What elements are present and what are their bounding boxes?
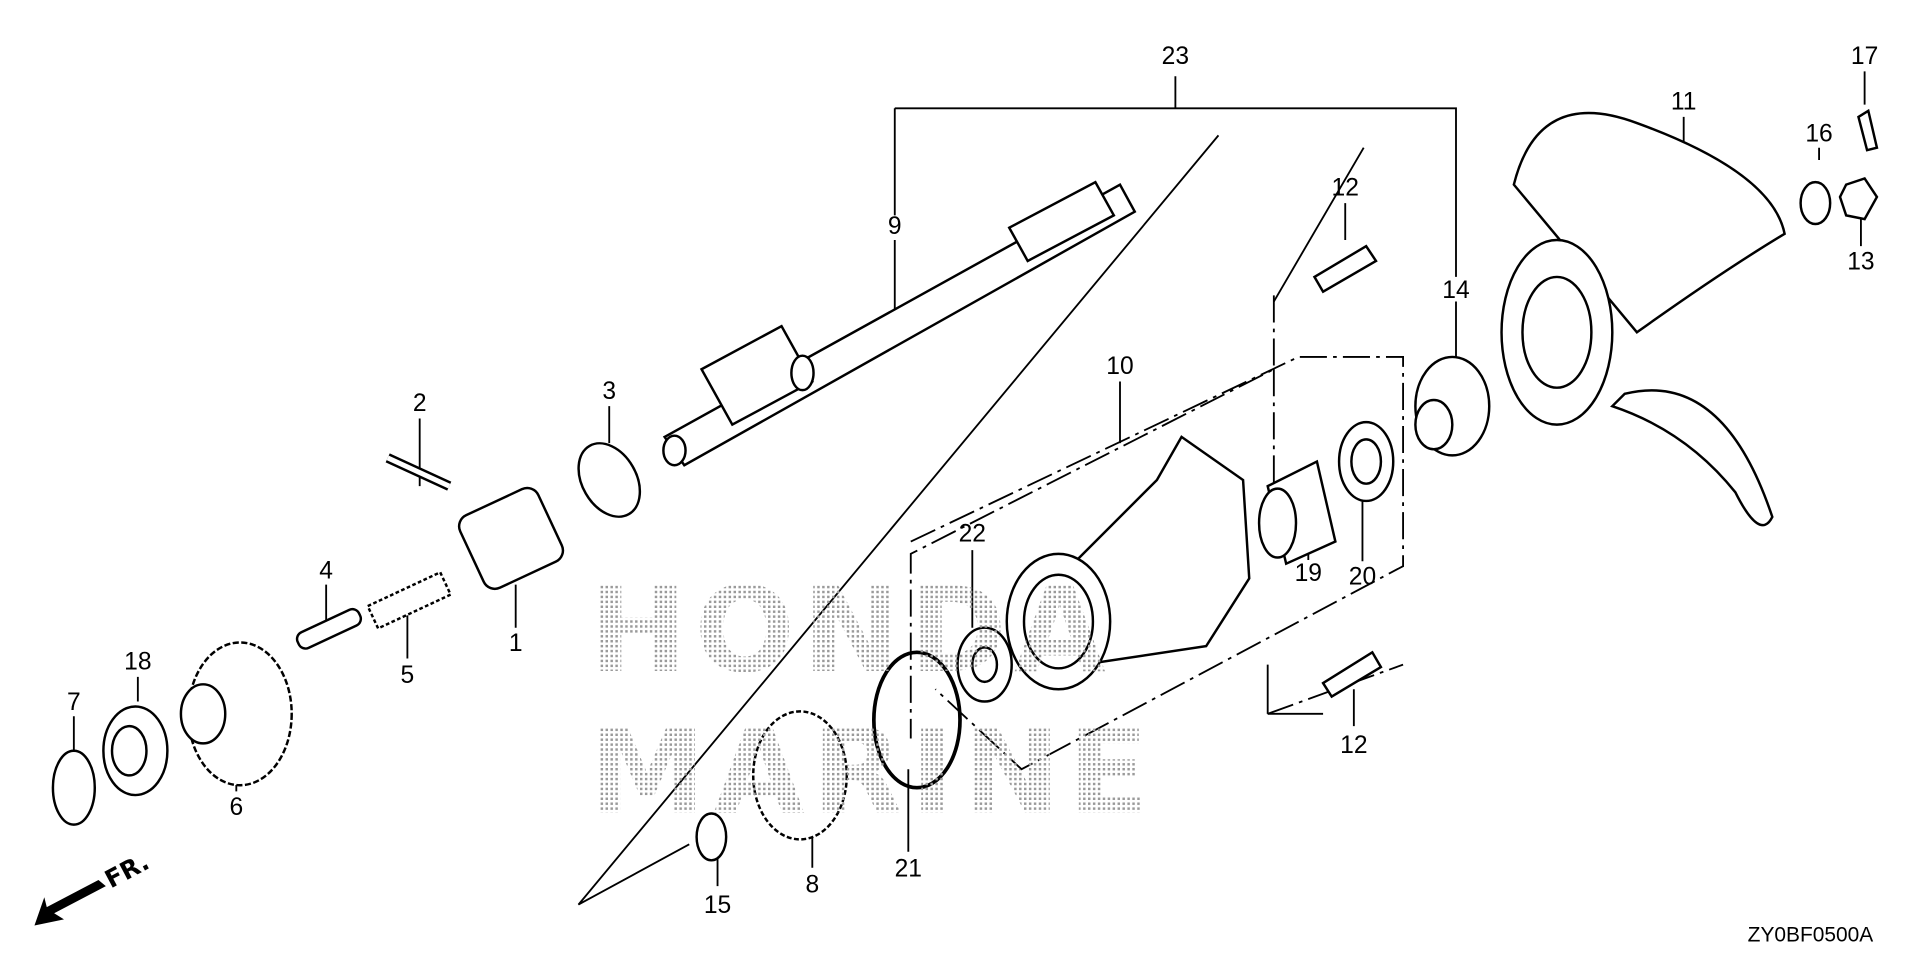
callout-2: 2 [413, 390, 427, 417]
callout-12: 12 [1332, 175, 1359, 202]
propeller-shaft [662, 180, 1137, 467]
watermark: HONDA MARINE [588, 561, 1156, 841]
front-direction-marker: FR. [34, 847, 154, 926]
callout-22: 22 [959, 521, 986, 548]
callout-19: 19 [1295, 560, 1322, 587]
callout-11: 11 [1671, 89, 1697, 116]
callout-15: 15 [704, 892, 731, 919]
callout-6: 6 [229, 794, 243, 821]
callout-7: 7 [67, 689, 81, 716]
callout-14: 14 [1442, 277, 1469, 304]
callout-21: 21 [895, 855, 922, 882]
gearcase-housing [1005, 435, 1251, 691]
callout-10: 10 [1106, 353, 1133, 380]
callout-9: 9 [888, 213, 902, 240]
watermark-marine: MARINE [588, 702, 1156, 840]
callout-3: 3 [602, 378, 616, 405]
callout-17: 17 [1851, 43, 1878, 70]
callout-4: 4 [319, 557, 333, 584]
callout-20: 20 [1349, 564, 1376, 591]
parts [51, 108, 1879, 862]
callout-labels: 23 17 11 16 13 12 9 14 10 2 3 4 5 1 18 7… [67, 43, 1878, 919]
callout-8: 8 [805, 871, 819, 898]
arrow-icon [34, 880, 106, 926]
callout-13: 13 [1847, 249, 1874, 276]
callout-5: 5 [401, 662, 415, 689]
callout-23: 23 [1162, 43, 1189, 70]
callout-18: 18 [124, 649, 151, 676]
callout-16: 16 [1805, 121, 1832, 148]
leader-lines [72, 71, 1866, 906]
diagram-code: ZY0BF0500A [1748, 924, 1874, 947]
callout-1: 1 [509, 630, 523, 657]
front-label: FR. [100, 847, 154, 894]
callout-12b: 12 [1340, 732, 1367, 759]
watermark-honda: HONDA [588, 561, 1113, 699]
